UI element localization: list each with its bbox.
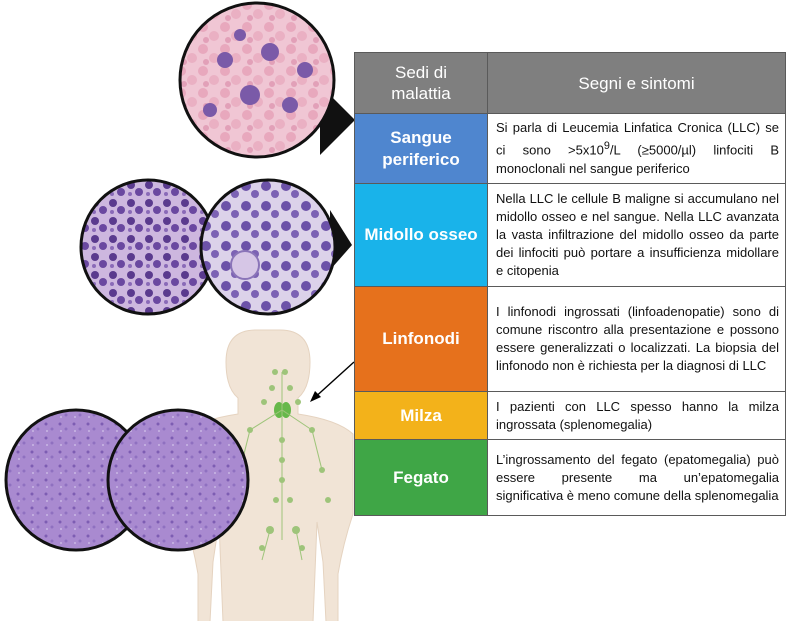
description-cell: Si parla di Leucemia Linfatica Cronica (… bbox=[487, 113, 786, 184]
description-cell: I pazienti con LLC spesso hanno la milza… bbox=[487, 391, 786, 440]
blood-smear-micrograph bbox=[178, 1, 355, 159]
human-body-lymphatic-figure bbox=[182, 329, 354, 621]
site-cell: Linfonodi bbox=[354, 286, 488, 392]
description-cell: I linfonodi ingrossati (linfoadenopatie)… bbox=[487, 286, 786, 392]
table-row: Linfonodi I linfonodi ingrossati (linfoa… bbox=[354, 286, 786, 392]
description-cell: Nella LLC le cellule B maligne si accumu… bbox=[487, 183, 786, 287]
table-row: Fegato L’ingrossamento del fegato (epato… bbox=[354, 439, 786, 516]
site-cell: Milza bbox=[354, 391, 488, 440]
table-row: Sangue periferico Si parla di Leucemia L… bbox=[354, 113, 786, 184]
description-cell: L’ingrossamento del fegato (epatomegalia… bbox=[487, 439, 786, 516]
site-cell: Sangue periferico bbox=[354, 113, 488, 184]
table-row: Midollo osseo Nella LLC le cellule B mal… bbox=[354, 183, 786, 287]
header-signs: Segni e sintomi bbox=[487, 52, 786, 114]
pointer-arrow bbox=[311, 361, 355, 401]
illustration bbox=[4, 1, 355, 621]
lymph-node-micrograph bbox=[4, 408, 250, 552]
bone-marrow-micrograph bbox=[79, 178, 352, 316]
site-cell: Midollo osseo bbox=[354, 183, 488, 287]
table-row: Milza I pazienti con LLC spesso hanno la… bbox=[354, 391, 786, 440]
site-cell: Fegato bbox=[354, 439, 488, 516]
